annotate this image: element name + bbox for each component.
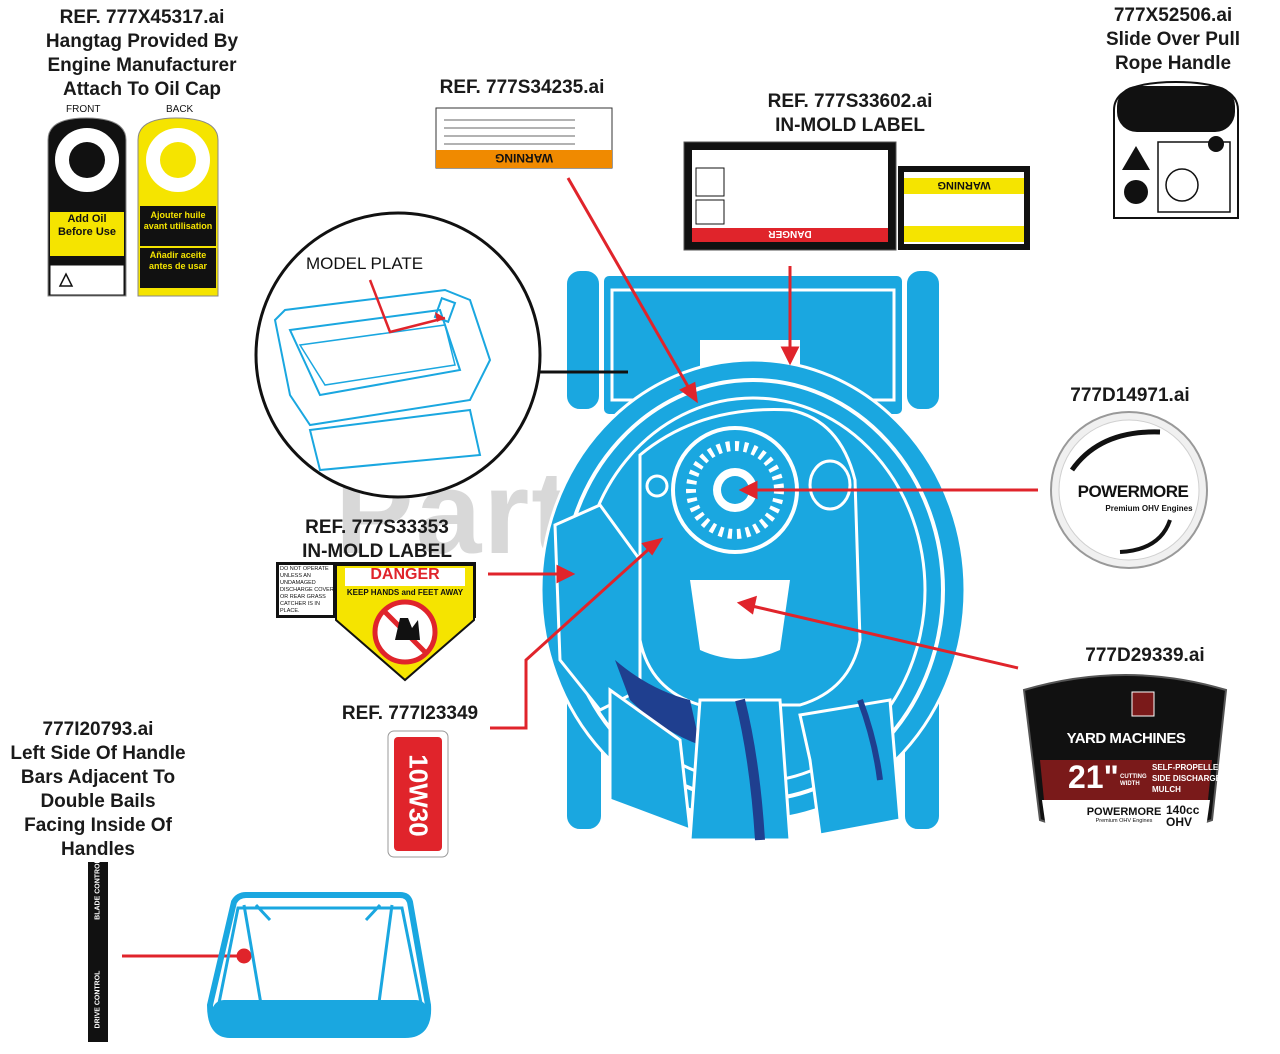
pull-rope-label	[1113, 80, 1239, 219]
oil-label-text: 10W30	[403, 754, 434, 837]
handle-decal-drive: DRIVE CONTROL	[94, 970, 102, 1029]
hangtag-front-text: Add Oil Before Use	[57, 213, 117, 238]
yard-machines-callout: 777D29339.ai	[1085, 645, 1205, 666]
hangtag-front-label: FRONT	[66, 104, 101, 115]
oil-label-callout: REF. 777I23349	[341, 703, 479, 724]
hangtag-back	[137, 117, 219, 297]
hangtag-back-label: BACK	[166, 104, 194, 115]
in-mold-top-danger: DANGER	[768, 228, 812, 239]
warning-label-banner: WARNING	[495, 151, 553, 165]
yard-machines-engine: POWERMORE Premium OHV Engines	[1086, 806, 1162, 824]
warning-label-callout: REF. 777S34235.ai	[439, 77, 605, 98]
oil-label-23349	[387, 730, 449, 858]
in-mold-left-side: DO NOT OPERATE UNLESS AN UNDAMAGED DISCH…	[280, 566, 334, 614]
hangtag-front	[47, 117, 127, 297]
in-mold-left-callout: REF. 777S33353 IN-MOLD LABEL	[302, 517, 452, 562]
powermore-callout: 777D14971.ai	[1070, 385, 1190, 406]
yard-machines-size: 21"	[1068, 759, 1119, 795]
in-mold-left-danger: DANGER	[370, 566, 440, 583]
warning-label-34235	[435, 107, 613, 169]
powermore-brand: POWERMORE	[1077, 482, 1189, 501]
handle-bar	[88, 862, 432, 1042]
model-plate-inset	[254, 211, 628, 499]
yard-machines-decal	[1022, 674, 1228, 840]
wheel-rear-left	[565, 269, 601, 411]
powermore-decal	[1050, 411, 1208, 569]
yard-machines-brand: YARD MACHINES	[1066, 730, 1186, 747]
in-mold-top-warning: WARNING	[937, 179, 991, 191]
powermore-tagline: Premium OHV Engines	[1105, 504, 1193, 513]
wheel-rear-right	[905, 269, 941, 411]
in-mold-left-subtitle: KEEP HANDS and FEET AWAY	[346, 588, 464, 597]
in-mold-label-33602	[683, 141, 1030, 251]
handle-decal-callout: 777I20793.ai Left Side Of Handle Bars Ad…	[10, 719, 186, 860]
pull-rope-callout: 777X52506.ai Slide Over Pull Rope Handle	[1105, 5, 1241, 74]
yard-machines-features: SELF-PROPELLED SIDE DISCHARGE MULCH	[1152, 763, 1225, 794]
danger-label-33353	[276, 562, 476, 682]
mower-illustration	[539, 269, 967, 842]
yard-machines-displacement: 140cc OHV	[1166, 803, 1200, 829]
hangtag-back-text: Ajouter huile avant utilisation Añadir a…	[143, 210, 213, 271]
model-plate-label: MODEL PLATE	[306, 254, 424, 273]
in-mold-top-callout: REF. 777S33602.ai IN-MOLD LABEL	[767, 91, 933, 136]
hangtag-callout: REF. 777X45317.ai Hangtag Provided By En…	[45, 7, 239, 100]
handle-decal-blade: BLADE CONTROL	[94, 859, 102, 920]
yard-machines-cutting: CUTTING WIDTH	[1120, 774, 1147, 787]
